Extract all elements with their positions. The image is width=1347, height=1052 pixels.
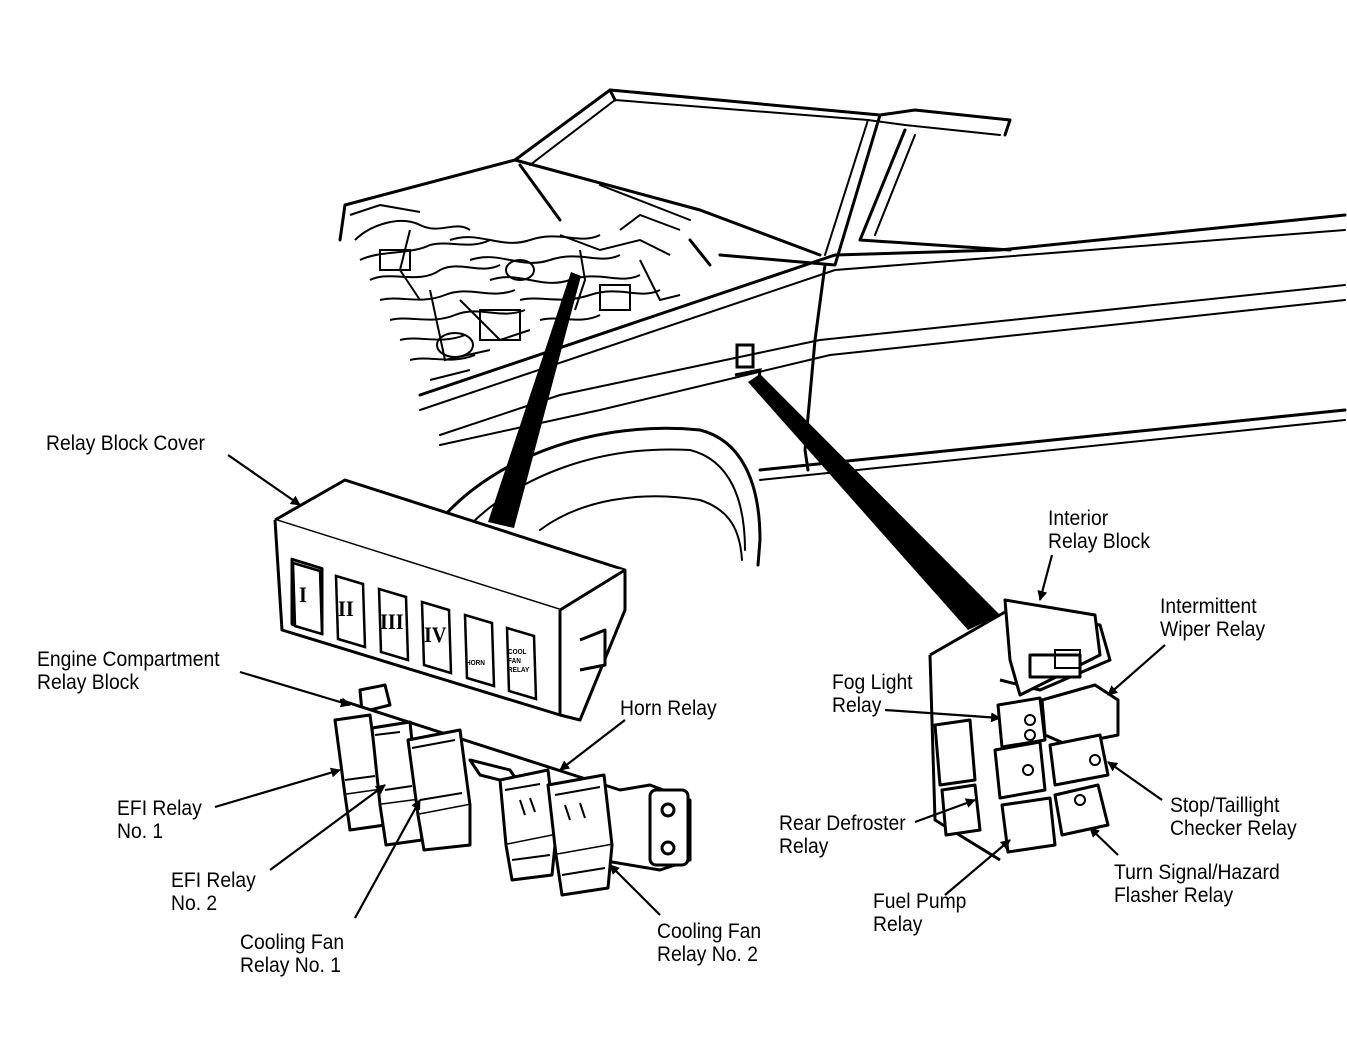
cover-slot-cool-fan: COOL FAN RELAY bbox=[508, 649, 530, 674]
label-horn-relay: Horn Relay bbox=[620, 697, 717, 720]
arrow-stop-taillight-checker-relay bbox=[1107, 761, 1163, 801]
arrow-efi-relay-no2 bbox=[269, 784, 386, 871]
car-illustration bbox=[338, 88, 1347, 567]
pointer-beam-interior bbox=[748, 374, 1000, 630]
arrow-intermittent-wiper-relay bbox=[1107, 644, 1166, 696]
label-rear-defroster-relay: Rear Defroster Relay bbox=[779, 812, 906, 858]
arrow-turn-signal-hazard-flasher-relay bbox=[1089, 827, 1119, 856]
cover-slot-horn: HORN bbox=[466, 660, 485, 667]
callout-arrows bbox=[214, 454, 1166, 919]
label-turn-signal-hazard-flasher-relay: Turn Signal/Hazard Flasher Relay bbox=[1114, 861, 1280, 907]
cover-slot-2: II bbox=[338, 596, 354, 621]
arrow-engine-compartment-relay-block bbox=[239, 670, 351, 708]
label-cooling-fan-relay-no2: Cooling Fan Relay No. 2 bbox=[657, 920, 762, 966]
label-stop-taillight-checker-relay: Stop/Taillight Checker Relay bbox=[1170, 794, 1297, 840]
cover-slot-1: I bbox=[299, 582, 307, 607]
arrow-interior-relay-block bbox=[1037, 554, 1054, 601]
label-efi-relay-no2: EFI Relay No. 2 bbox=[171, 869, 256, 915]
arrow-efi-relay-no1 bbox=[214, 767, 341, 809]
arrow-horn-relay bbox=[559, 719, 626, 771]
cover-slot-4: IV bbox=[424, 622, 447, 647]
label-fuel-pump-relay: Fuel Pump Relay bbox=[873, 890, 967, 936]
arrow-fog-light-relay bbox=[884, 708, 1001, 723]
arrow-rear-defroster-relay bbox=[914, 798, 976, 824]
pointer-beam-engine bbox=[488, 272, 581, 528]
arrow-relay-block-cover bbox=[227, 454, 301, 506]
cover-slot-3: III bbox=[380, 609, 404, 634]
interior-details bbox=[1022, 649, 1101, 806]
relay-block-cover bbox=[273, 478, 627, 722]
label-relay-block-cover: Relay Block Cover bbox=[46, 432, 205, 455]
arrow-fuel-pump-relay bbox=[944, 839, 1011, 896]
relay-details bbox=[344, 731, 606, 876]
cover-slots bbox=[291, 561, 538, 701]
label-intermittent-wiper-relay: Intermittent Wiper Relay bbox=[1160, 595, 1266, 641]
engine-bay bbox=[349, 203, 681, 381]
arrow-cooling-fan-relay-no1 bbox=[354, 799, 421, 919]
label-interior-relay-block: Interior Relay Block bbox=[1048, 507, 1151, 553]
engine-compartment-relay-block bbox=[333, 683, 692, 897]
label-efi-relay-no1: EFI Relay No. 1 bbox=[117, 797, 202, 843]
label-fog-light-relay: Fog Light Relay bbox=[832, 671, 913, 717]
label-cooling-fan-relay-no1: Cooling Fan Relay No. 1 bbox=[240, 931, 345, 977]
arrow-cooling-fan-relay-no2 bbox=[609, 864, 661, 916]
label-engine-compartment-relay-block: Engine Compartment Relay Block bbox=[37, 648, 220, 694]
interior-relay-block bbox=[928, 598, 1120, 862]
